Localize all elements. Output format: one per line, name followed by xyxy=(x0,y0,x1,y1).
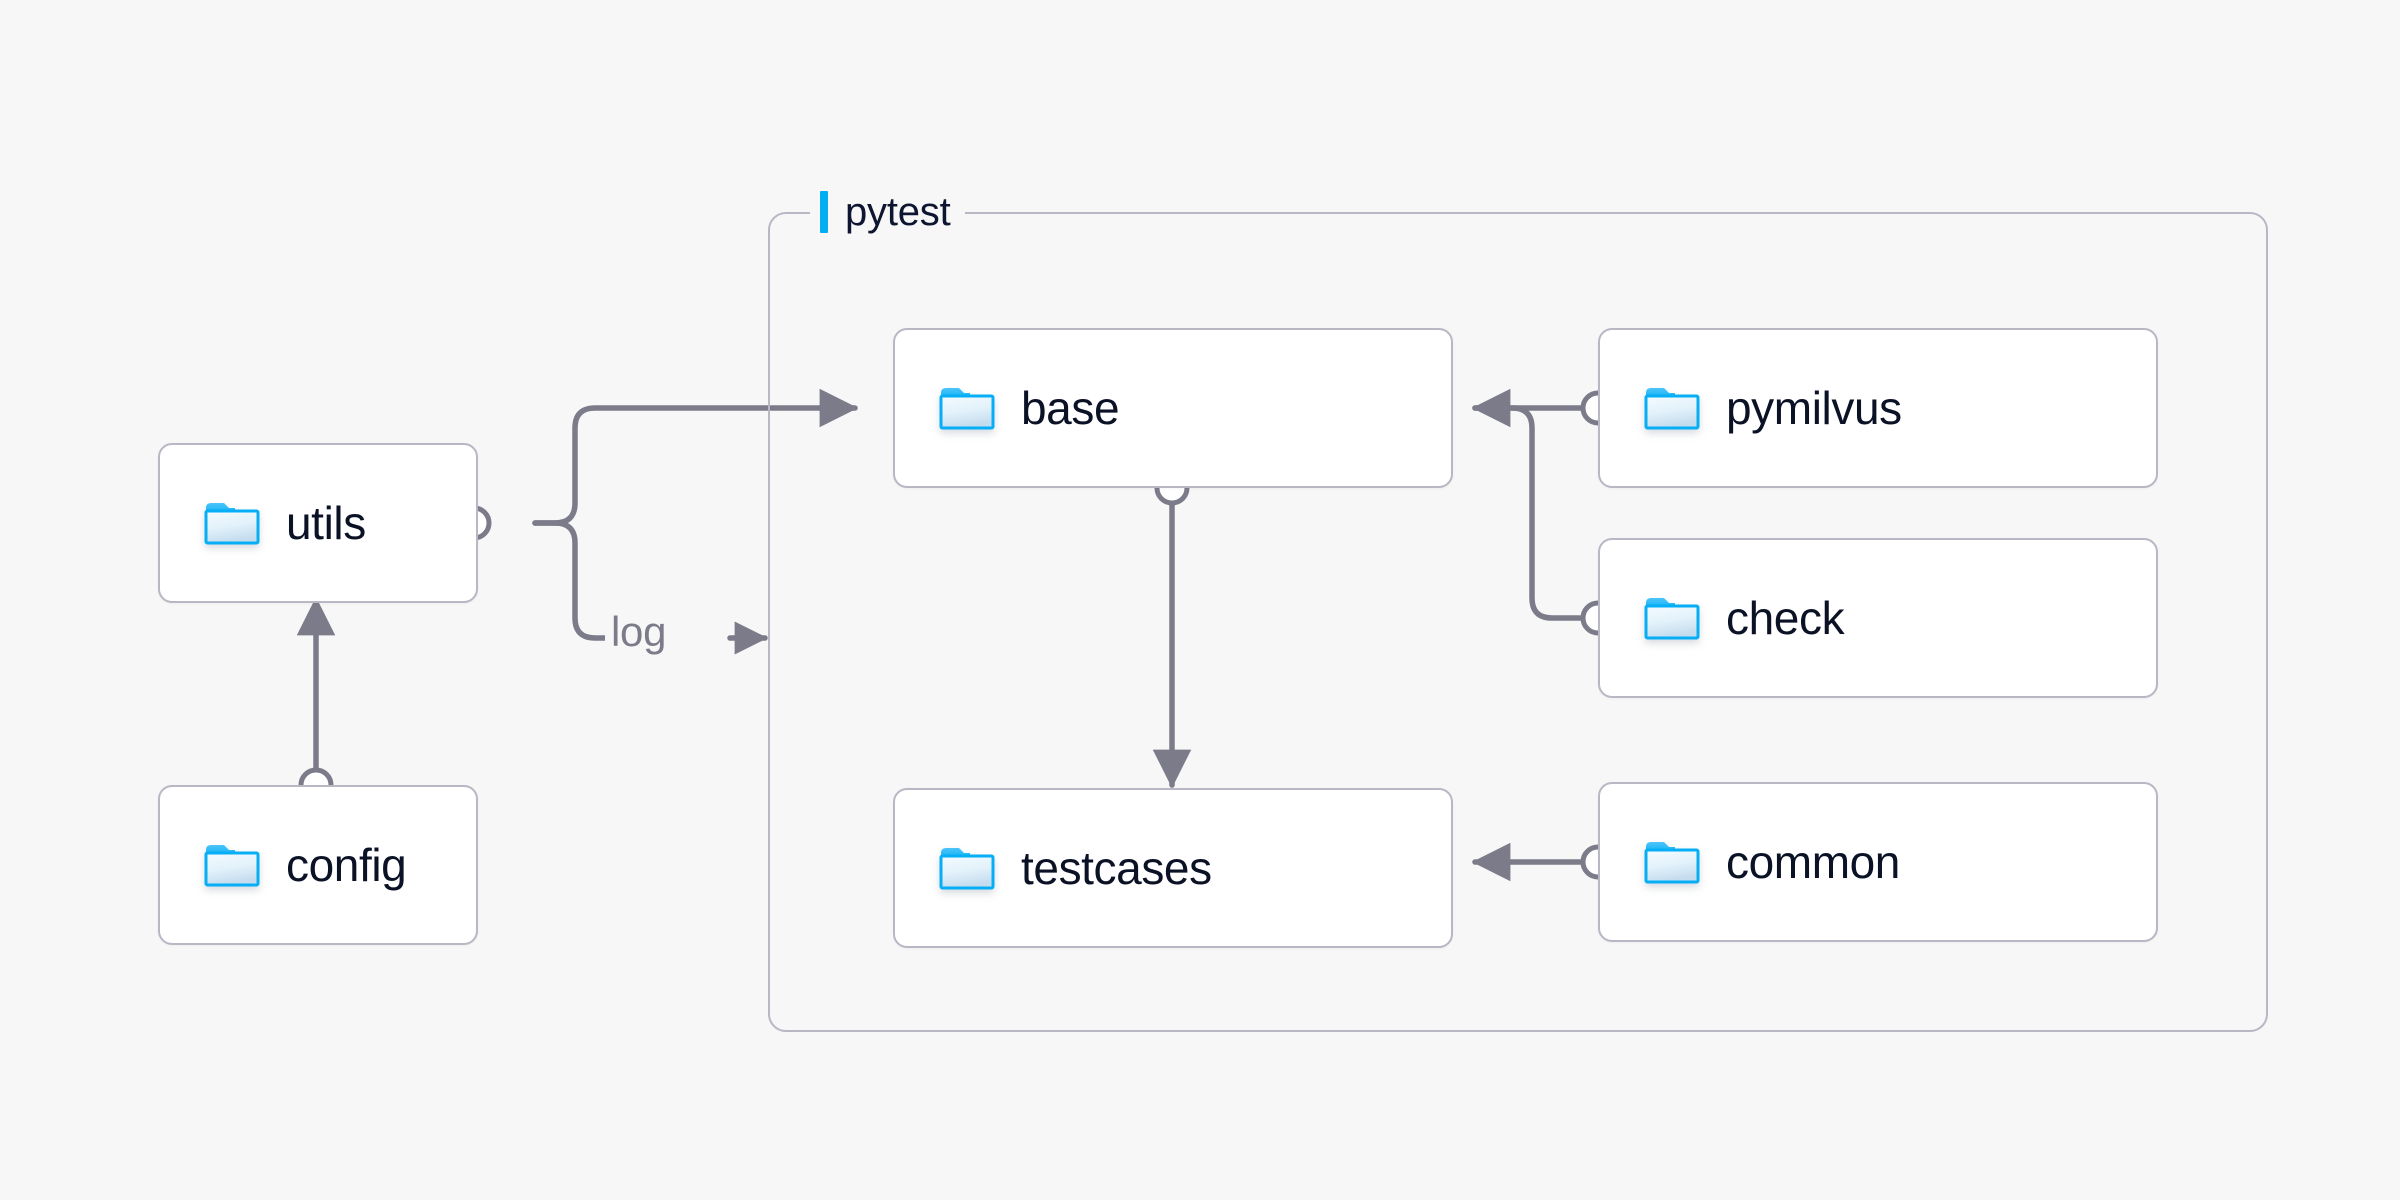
group-pytest-label: pytest xyxy=(810,190,965,234)
node-check[interactable]: check xyxy=(1598,538,2158,698)
node-common[interactable]: common xyxy=(1598,782,2158,942)
folder-icon xyxy=(939,385,995,431)
folder-icon xyxy=(204,842,260,888)
folder-icon xyxy=(204,500,260,546)
node-config-label: config xyxy=(286,839,407,891)
folder-icon xyxy=(1644,839,1700,885)
folder-icon xyxy=(1644,595,1700,641)
accent-bar-icon xyxy=(820,191,828,233)
node-base[interactable]: base xyxy=(893,328,1453,488)
folder-icon xyxy=(1644,385,1700,431)
edge-label-log: log xyxy=(605,608,673,656)
node-check-label: check xyxy=(1726,592,1845,644)
node-pymilvus[interactable]: pymilvus xyxy=(1598,328,2158,488)
node-common-label: common xyxy=(1726,836,1900,888)
folder-icon xyxy=(939,845,995,891)
node-base-label: base xyxy=(1021,382,1120,434)
node-config[interactable]: config xyxy=(158,785,478,945)
group-pytest-label-text: pytest xyxy=(845,190,951,234)
node-utils[interactable]: utils xyxy=(158,443,478,603)
node-testcases[interactable]: testcases xyxy=(893,788,1453,948)
node-pymilvus-label: pymilvus xyxy=(1726,382,1902,434)
node-testcases-label: testcases xyxy=(1021,842,1212,894)
node-utils-label: utils xyxy=(286,497,366,549)
group-pytest xyxy=(768,212,2268,1032)
